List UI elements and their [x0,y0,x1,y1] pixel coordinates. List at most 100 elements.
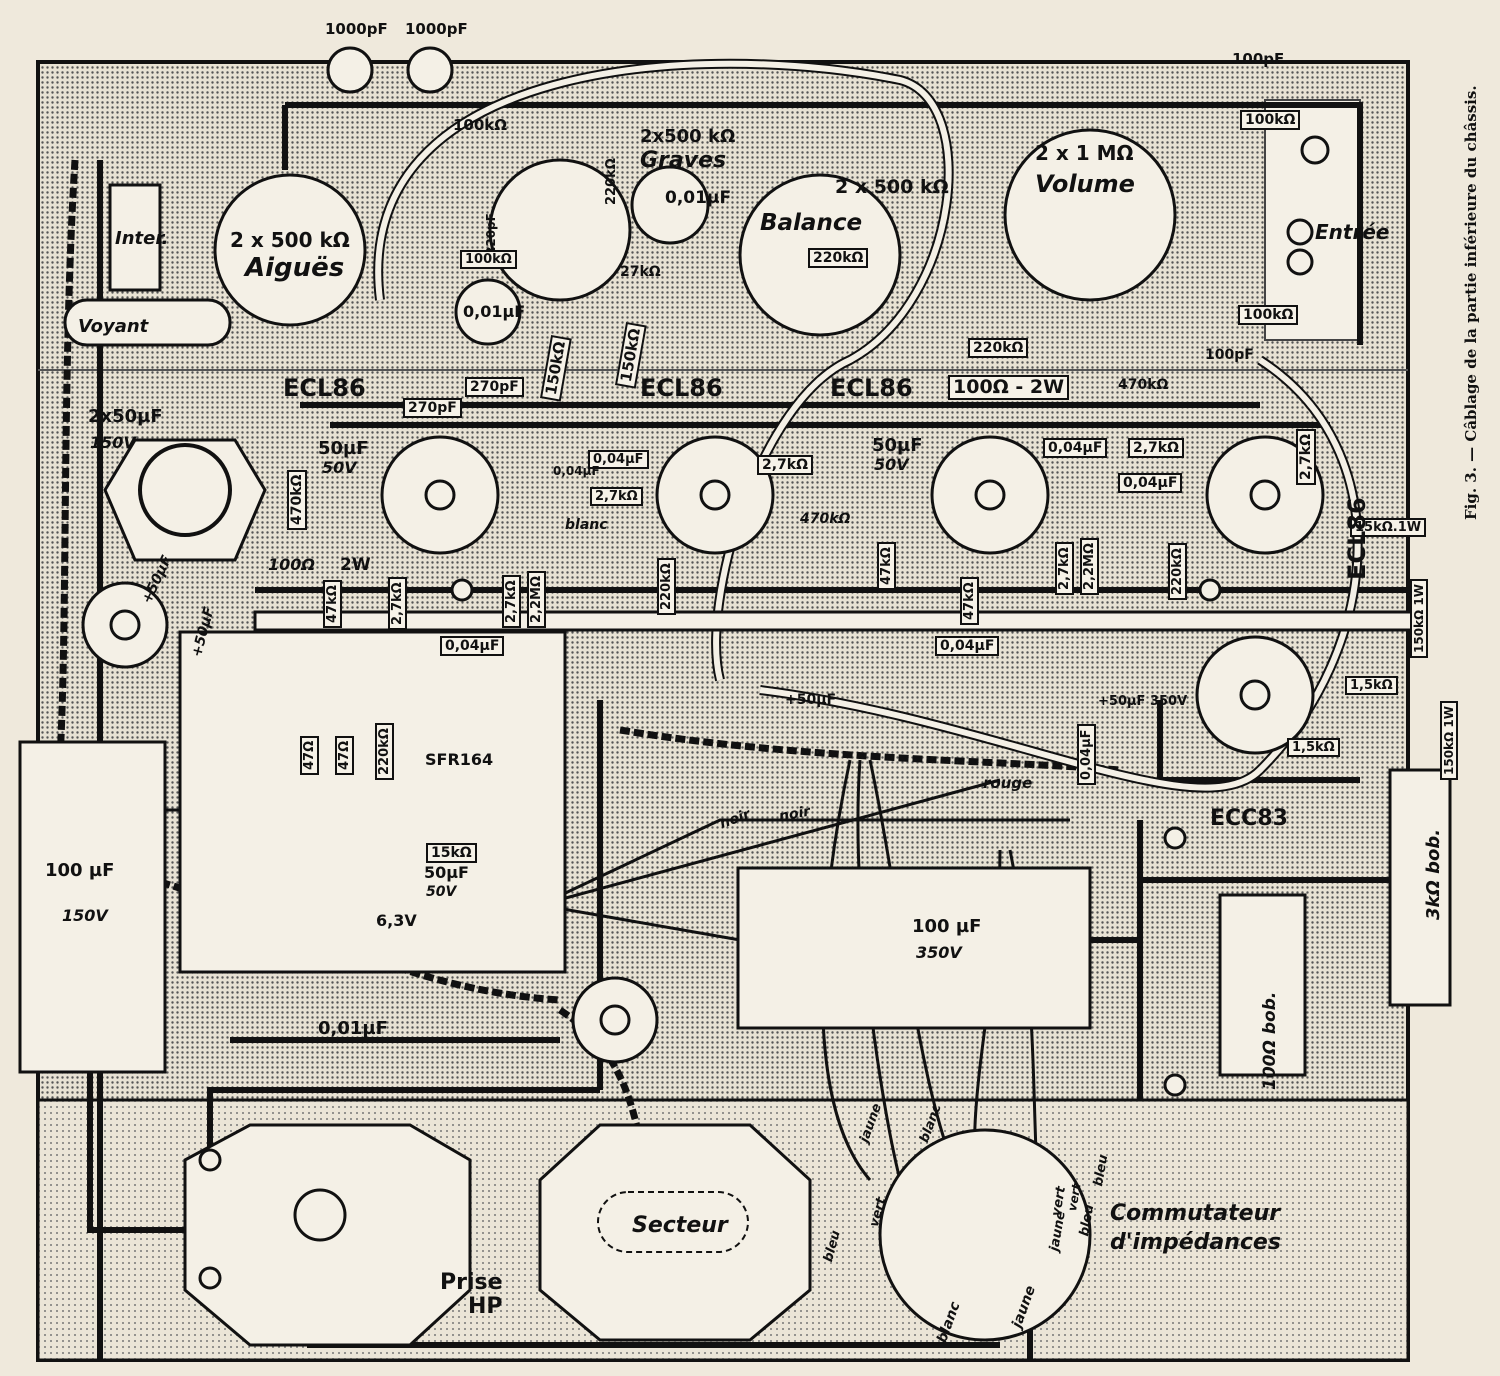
pot-value: 2 x 500 kΩ [835,176,949,198]
component-label: 1,5kΩ [1345,676,1398,695]
component-label: 15kΩ [426,843,477,863]
component-label: 270pF [403,398,462,418]
component-label: 470kΩ [287,469,307,530]
component-label: rouge [983,774,1033,792]
component-label: 15kΩ.1W [1350,518,1427,537]
cap-2x50uf [103,438,267,562]
component-label: 50V [322,458,357,477]
cap-1000pf-a [326,46,374,94]
pot-name: Aiguës [245,253,345,283]
voyant-lamp [63,298,232,347]
component-label: 3kΩ bob. [1423,828,1444,920]
component-label: 0,01µF [318,1018,388,1039]
component-label: 27kΩ [620,264,661,280]
mains-label: Secteur [632,1213,728,1238]
tube-label: ECL86 [283,374,366,402]
cap-001uf-b [454,278,522,346]
cap-100uf-350v [736,866,1092,1030]
component-label: 0,01µF [463,302,526,321]
component-label: 50V [426,884,457,900]
mains-socket [538,1123,812,1342]
component-label: 0,04µF [935,636,1000,656]
component-label: 470kΩ [1118,377,1169,393]
component-label: 47Ω [300,735,319,775]
component-label: 220kΩ [375,723,394,780]
resistor-100-bob [1218,893,1307,1077]
component-label: 150kΩ 1W [1440,701,1458,780]
tube-label: ECC83 [1210,806,1288,831]
inter-switch [108,183,162,292]
component-label: blanc [565,517,608,533]
component-label: 47kΩ [323,580,342,628]
component-label: 100Ω - 2W [948,375,1070,400]
tube-label: ECL86 [1343,497,1371,580]
component-label: 0,04µF [1043,438,1108,458]
mount-hole-2 [571,976,659,1064]
selector-label: Commutateur [1110,1201,1281,1226]
tube-label: ECL86 [640,374,723,402]
component-label: 100Ω [268,555,315,574]
component-label: 2,7kΩ [388,577,407,630]
switch-label: Inter. [115,228,169,249]
mount-hole-1 [81,581,169,669]
component-label: 350V [916,943,962,962]
component-label: 100pF [1232,50,1285,68]
pot-name: Graves [640,148,727,173]
component-label: 100kΩ [1238,305,1299,325]
component-label: 100kΩ [453,116,508,134]
component-label: SFR164 [425,750,494,769]
component-label: 0,04µF [440,636,505,656]
component-label: 47kΩ [960,577,979,625]
speaker-socket [183,1123,472,1347]
input-panel [1264,99,1361,341]
component-label: 220kΩ [1168,543,1187,600]
component-label: 2,7kΩ [502,575,521,628]
cap-1000pf-b [406,46,454,94]
caption-text: Fig. 3. — Câblage de la partie inférieur… [1462,85,1480,520]
component-label: 150kΩ 1W [1410,579,1428,658]
component-label: 2W [340,555,371,575]
resistor-3k-bob [1388,768,1452,1007]
component-label: 2,7kΩ [1055,542,1074,595]
component-label: 470kΩ [800,511,851,527]
component-label: 100kΩ [1240,110,1301,130]
pot-aigues [213,173,367,327]
component-label: 150V [62,906,108,925]
tube-label: ECL86 [830,374,913,402]
speaker-label: Prise [440,1270,503,1295]
component-label: 100 µF [45,860,115,881]
component-label: 2,7kΩ [757,455,814,475]
component-label: 2,7kΩ [1296,428,1316,485]
component-label: +50µF [785,692,837,708]
pot-graves [488,158,632,302]
component-label: 100 µF [912,916,982,937]
figure-caption: Fig. 3. — Câblage de la partie inférieur… [1462,20,1486,520]
pot-value: 2 x 500 kΩ [230,228,350,252]
selector-label: d'impédances [1110,1230,1281,1255]
pot-value: 2x500 kΩ [640,126,736,147]
component-label: 150V [90,433,136,452]
rectifier-board [178,630,567,974]
component-label: 47kΩ [877,542,896,590]
component-label: 1000pF [325,20,388,38]
component-label: 0,01µF [665,188,732,208]
component-label: 220pF [484,213,498,255]
component-label: 50V [874,455,909,474]
component-label: 220kΩ [968,338,1029,358]
component-label: 2,7kΩ [590,487,643,506]
pot-name: Balance [760,210,863,236]
input-label: Entrée [1315,220,1390,244]
pot-value: 2 x 1 MΩ [1035,141,1134,165]
pot-name: Volume [1035,170,1135,198]
component-label: 0,04µF [588,450,649,469]
component-label: 1000pF [405,20,468,38]
component-label: 1,5kΩ [1287,738,1340,757]
component-label: 0,04µF [553,464,600,478]
component-label: 2,2MΩ [1080,537,1099,595]
component-label: 6,3V [376,911,417,930]
component-label: 100kΩ [460,250,517,269]
commutator [878,1128,1092,1342]
component-label: 0,04µF [1118,473,1183,493]
component-label: +50µF 350V [1098,694,1188,709]
